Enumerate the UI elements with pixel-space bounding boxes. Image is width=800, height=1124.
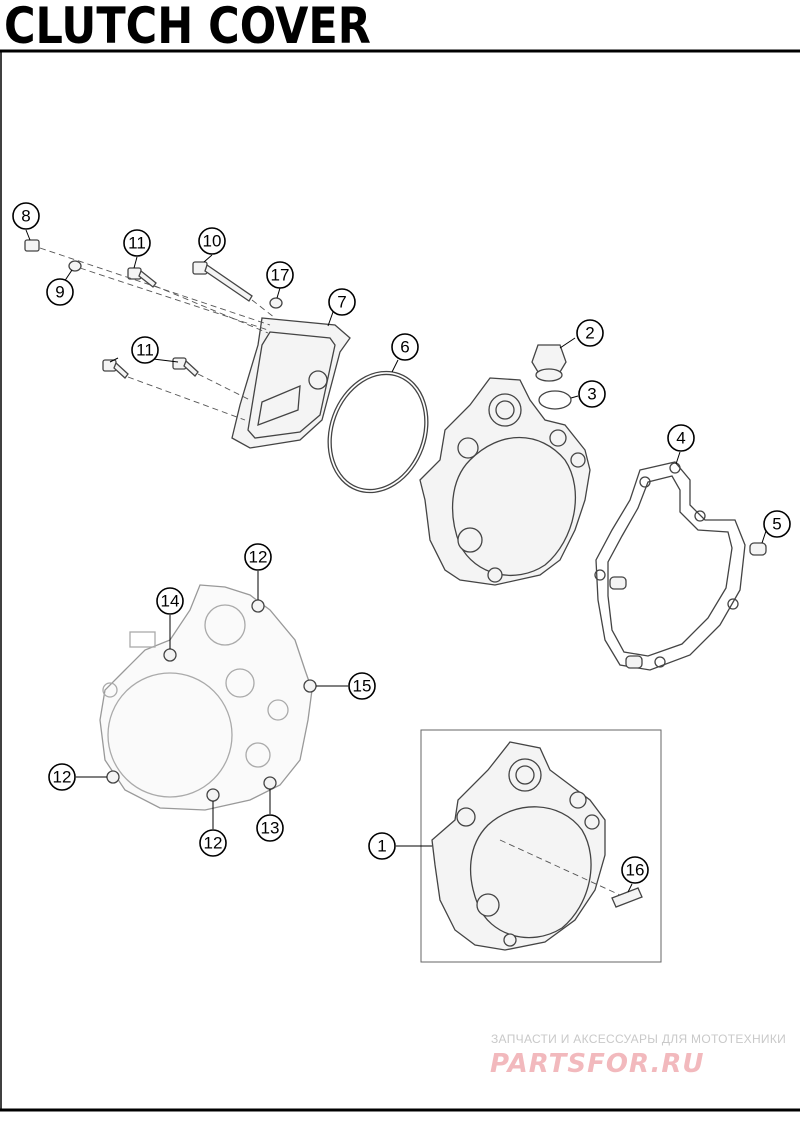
svg-text:6: 6 bbox=[400, 338, 409, 357]
cover-ring-part-7 bbox=[231, 317, 351, 449]
watermark: ЗАПЧАСТИ И АКСЕССУАРЫ ДЛЯ МОТОТЕХНИКИ PA… bbox=[490, 1032, 786, 1079]
callout-9: 9 bbox=[46, 269, 74, 306]
callout-15: 15 bbox=[316, 672, 376, 700]
callout-8: 8 bbox=[12, 202, 40, 241]
svg-text:5: 5 bbox=[772, 515, 781, 534]
clutch-cover-assembly-part-1 bbox=[431, 741, 606, 951]
callout-17: 17 bbox=[266, 261, 294, 299]
bolt-part-11-lower bbox=[102, 357, 199, 379]
bolt-part-8 bbox=[24, 239, 40, 252]
svg-text:15: 15 bbox=[353, 677, 372, 696]
callout-16: 16 bbox=[621, 856, 649, 893]
svg-text:1: 1 bbox=[377, 837, 386, 856]
svg-text:8: 8 bbox=[21, 207, 30, 226]
oring-part-6 bbox=[327, 370, 429, 494]
watermark-tagline: ЗАПЧАСТИ И АКСЕССУАРЫ ДЛЯ МОТОТЕХНИКИ bbox=[491, 1032, 786, 1046]
callout-2: 2 bbox=[559, 319, 604, 349]
bolt-part-10 bbox=[192, 261, 253, 302]
dowel-part-5 bbox=[609, 542, 767, 669]
filler-plug-part-2 bbox=[531, 344, 567, 382]
callout-1: 1 bbox=[368, 832, 432, 860]
svg-text:11: 11 bbox=[128, 234, 146, 253]
svg-text:11: 11 bbox=[136, 341, 154, 360]
gasket-part-4 bbox=[594, 461, 746, 671]
svg-text:2: 2 bbox=[585, 324, 594, 343]
svg-text:17: 17 bbox=[271, 266, 290, 285]
callout-4: 4 bbox=[667, 424, 695, 465]
callout-12-left: 12 bbox=[48, 763, 107, 791]
washer-part-9 bbox=[68, 260, 82, 272]
callout-12-bottom: 12 bbox=[199, 801, 227, 857]
callout-11-upper: 11 bbox=[123, 229, 151, 269]
watermark-logo: PARTSFOR.RU bbox=[490, 1049, 704, 1079]
svg-text:12: 12 bbox=[53, 768, 72, 787]
callout-11-lower: 11 bbox=[109, 336, 179, 364]
clutch-cover-housing bbox=[419, 377, 591, 586]
callout-12-top: 12 bbox=[244, 543, 272, 600]
svg-text:7: 7 bbox=[337, 293, 346, 312]
svg-text:13: 13 bbox=[261, 819, 280, 838]
svg-text:16: 16 bbox=[626, 861, 645, 880]
callout-14: 14 bbox=[156, 587, 184, 649]
clutch-cover-inner-view bbox=[99, 584, 317, 811]
callout-10: 10 bbox=[198, 227, 226, 263]
svg-text:4: 4 bbox=[676, 429, 685, 448]
callout-6: 6 bbox=[391, 333, 419, 373]
svg-text:12: 12 bbox=[204, 834, 223, 853]
dowel-pin-part-16 bbox=[611, 887, 643, 908]
svg-text:10: 10 bbox=[203, 232, 222, 251]
callout-13: 13 bbox=[256, 789, 284, 842]
oring-part-3 bbox=[538, 390, 572, 410]
svg-text:3: 3 bbox=[587, 385, 596, 404]
page-title: CLUTCH COVER bbox=[4, 0, 371, 55]
callout-5: 5 bbox=[761, 510, 791, 544]
svg-text:14: 14 bbox=[161, 592, 180, 611]
callout-3: 3 bbox=[570, 380, 606, 408]
bolt-part-11-upper bbox=[127, 267, 157, 288]
callout-7: 7 bbox=[327, 288, 356, 327]
svg-text:9: 9 bbox=[55, 283, 64, 302]
washer-part-17 bbox=[269, 297, 283, 309]
svg-text:12: 12 bbox=[249, 548, 268, 567]
